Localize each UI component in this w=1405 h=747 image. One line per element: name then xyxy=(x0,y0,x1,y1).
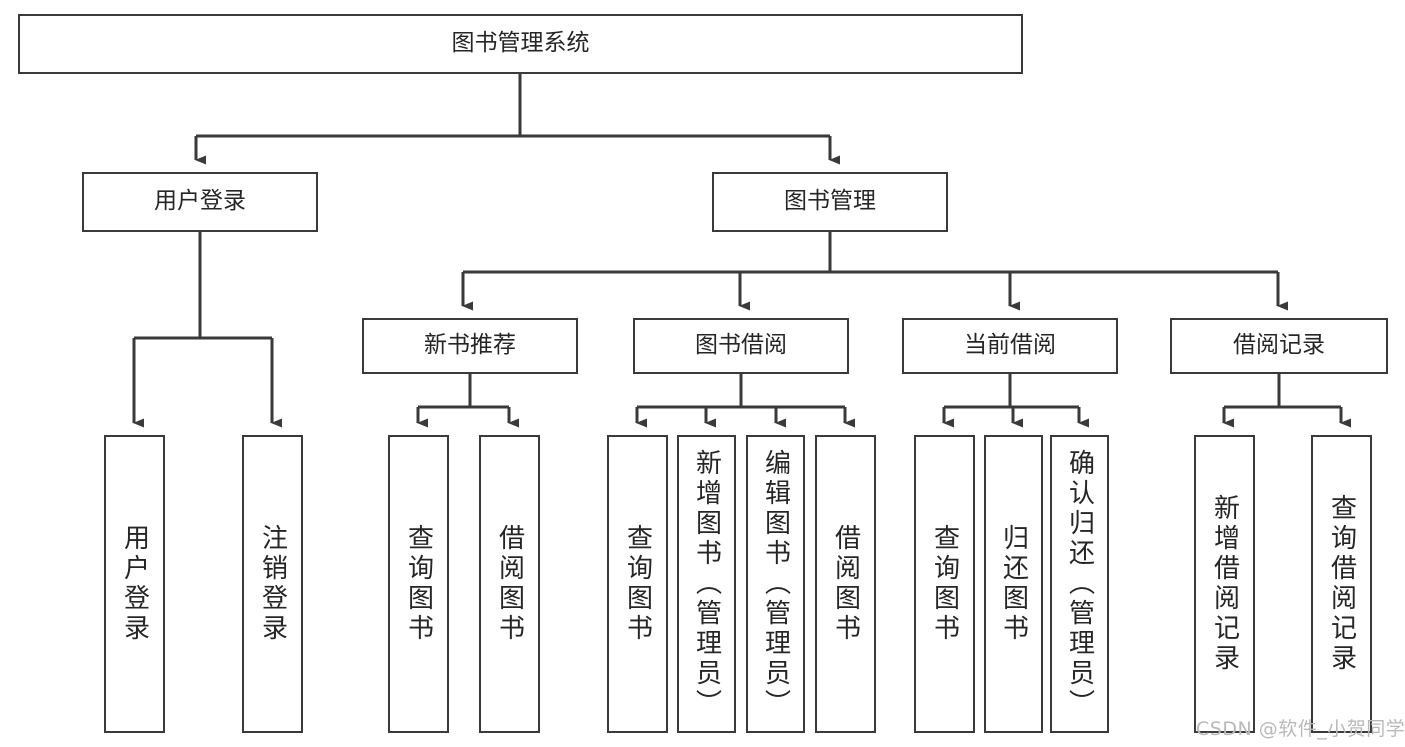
node-leaf-add-borrow-record[interactable]: 新增借阅记录 xyxy=(1194,435,1255,733)
node-leaf-edit-book-label: 编辑图书（管理员） xyxy=(760,449,791,719)
node-leaf-user-login-label: 用户登录 xyxy=(119,524,150,644)
node-leaf-logout-label: 注销登录 xyxy=(257,524,288,644)
node-leaf-return-book[interactable]: 归还图书 xyxy=(984,435,1043,733)
node-leaf-add-book[interactable]: 新增图书（管理员） xyxy=(677,435,736,733)
csdn-watermark: CSDN @软件_小贺同学 xyxy=(1196,718,1405,740)
node-leaf-query-book-recommend[interactable]: 查询图书 xyxy=(388,435,449,733)
edge-group-borrow-records xyxy=(1222,374,1351,428)
node-leaf-borrow-book[interactable]: 借阅图书 xyxy=(815,435,876,733)
node-book-management[interactable]: 图书管理 xyxy=(712,172,948,232)
node-leaf-query-book-current-label: 查询图书 xyxy=(929,524,960,644)
edge-group-root xyxy=(194,74,840,165)
edge-group-book-borrow xyxy=(635,374,855,428)
node-leaf-user-login[interactable]: 用户登录 xyxy=(104,435,165,733)
node-user-login-label: 用户登录 xyxy=(154,188,246,215)
node-leaf-query-book-borrow-label: 查询图书 xyxy=(622,524,653,644)
node-leaf-add-book-label: 新增图书（管理员） xyxy=(691,449,722,719)
node-leaf-borrow-book-label: 借阅图书 xyxy=(830,524,861,644)
node-new-book-recommend[interactable]: 新书推荐 xyxy=(362,318,578,374)
node-leaf-edit-book[interactable]: 编辑图书（管理员） xyxy=(746,435,805,733)
node-root[interactable]: 图书管理系统 xyxy=(18,14,1023,74)
node-leaf-query-book-borrow[interactable]: 查询图书 xyxy=(607,435,668,733)
node-leaf-confirm-return[interactable]: 确认归还（管理员） xyxy=(1050,435,1109,733)
node-book-borrow-label: 图书借阅 xyxy=(695,332,787,359)
edge-group-user-login xyxy=(132,232,282,428)
node-leaf-query-book-current[interactable]: 查询图书 xyxy=(914,435,975,733)
node-book-borrow[interactable]: 图书借阅 xyxy=(633,318,849,374)
node-leaf-query-borrow-record-label: 查询借阅记录 xyxy=(1326,494,1357,674)
edge-group-current-borrow xyxy=(942,374,1089,428)
node-current-borrow[interactable]: 当前借阅 xyxy=(902,318,1118,374)
node-borrow-records-label: 借阅记录 xyxy=(1233,332,1325,359)
edge-group-new-book-recommend xyxy=(416,374,519,428)
node-leaf-logout[interactable]: 注销登录 xyxy=(242,435,303,733)
node-leaf-query-borrow-record[interactable]: 查询借阅记录 xyxy=(1311,435,1372,733)
node-leaf-add-borrow-record-label: 新增借阅记录 xyxy=(1209,494,1240,674)
node-leaf-return-book-label: 归还图书 xyxy=(998,524,1029,644)
node-leaf-query-book-recommend-label: 查询图书 xyxy=(403,524,434,644)
node-current-borrow-label: 当前借阅 xyxy=(964,332,1056,359)
node-borrow-records[interactable]: 借阅记录 xyxy=(1170,318,1388,374)
node-root-label: 图书管理系统 xyxy=(451,30,590,57)
node-new-book-recommend-label: 新书推荐 xyxy=(424,332,516,359)
node-leaf-borrow-book-recommend[interactable]: 借阅图书 xyxy=(479,435,540,733)
node-book-management-label: 图书管理 xyxy=(784,188,876,215)
node-user-login[interactable]: 用户登录 xyxy=(82,172,318,232)
node-leaf-confirm-return-label: 确认归还（管理员） xyxy=(1064,449,1095,719)
node-leaf-borrow-book-recommend-label: 借阅图书 xyxy=(494,524,525,644)
edge-group-book-management xyxy=(461,232,1288,311)
